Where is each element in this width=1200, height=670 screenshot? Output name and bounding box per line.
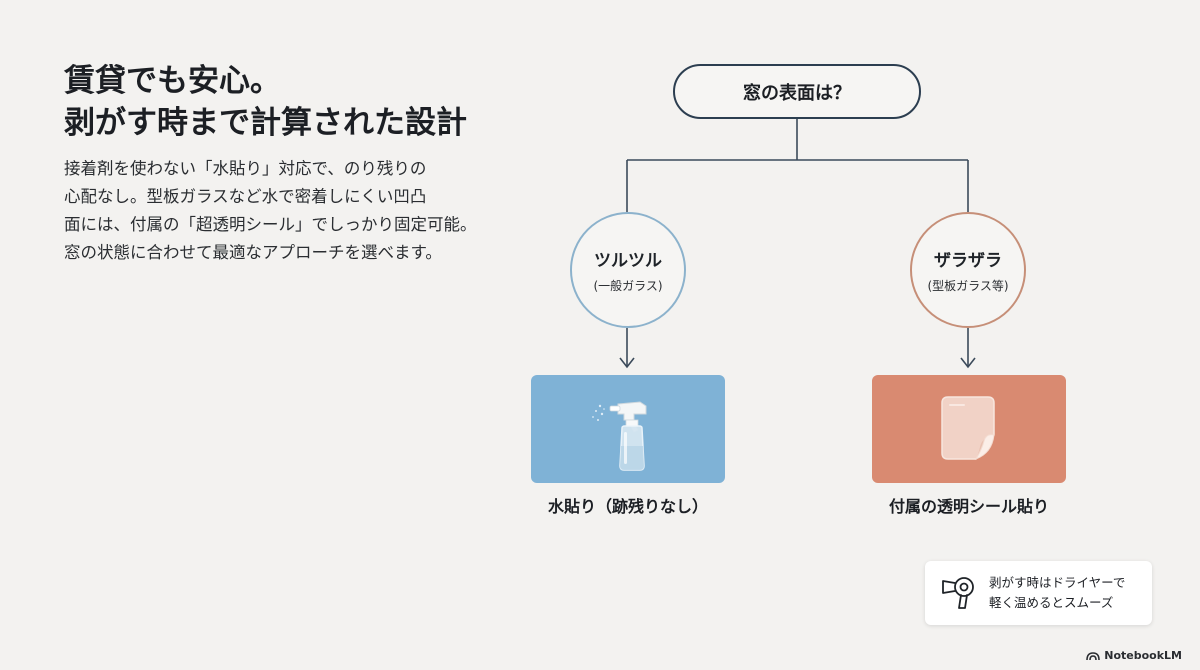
- question-label: 窓の表面は？: [743, 82, 851, 104]
- branch-smooth-subtitle: (一般ガラス): [593, 279, 663, 293]
- description-line-4: 窓の状態に合わせて最適なアプローチを選べます。: [64, 243, 442, 262]
- branch-smooth-title: ツルツル: [594, 251, 662, 271]
- description: 接着剤を使わない「水貼り」対応で、のり残りの 心配なし。型板ガラスなど水で密着し…: [64, 155, 477, 267]
- branch-smooth-node: ツルツル (一般ガラス): [570, 212, 686, 328]
- description-line-2: 心配なし。型板ガラスなど水で密着しにくい凹凸: [64, 187, 427, 206]
- tip-card: 剥がす時はドライヤーで 軽く温めるとスムーズ: [925, 561, 1152, 625]
- tip-line-1: 剥がす時はドライヤーで: [989, 575, 1126, 590]
- branch-rough-title: ザラザラ: [934, 251, 1002, 271]
- rough-result-caption: 付属の透明シール貼り: [888, 497, 1049, 516]
- peeling-sticker-icon: [941, 396, 995, 460]
- brand-label: NotebookLM: [1104, 649, 1182, 662]
- notebooklm-logo-icon: [1086, 651, 1101, 660]
- headline-line-2: 剥がす時まで計算された設計: [64, 105, 467, 141]
- arrow-right-head: [960, 357, 976, 369]
- question-node: 窓の表面は？: [673, 64, 921, 119]
- hair-dryer-icon: [942, 577, 974, 609]
- headline-line-1: 賃貸でも安心。: [64, 63, 281, 99]
- tip-text: 剥がす時はドライヤーで 軽く温めるとスムーズ: [989, 573, 1125, 613]
- water-apply-tile: [531, 375, 725, 483]
- sticker-apply-tile: [872, 375, 1066, 483]
- smooth-result-caption: 水貼り（跡残りなし）: [547, 497, 708, 516]
- brand-watermark: NotebookLM: [1086, 649, 1182, 662]
- branch-rough-subtitle: (型板ガラス等): [927, 279, 1009, 293]
- description-line-1: 接着剤を使わない「水貼り」対応で、のり残りの: [64, 159, 427, 178]
- headline: 賃貸でも安心。 剥がす時まで計算された設計: [64, 60, 467, 144]
- description-line-3: 面には、付属の「超透明シール」でしっかり固定可能。: [64, 215, 477, 234]
- branch-rough-node: ザラザラ (型板ガラス等): [910, 212, 1026, 328]
- tip-line-2: 軽く温めるとスムーズ: [989, 595, 1114, 610]
- spray-bottle-icon: [592, 401, 647, 471]
- arrow-left-head: [619, 357, 635, 369]
